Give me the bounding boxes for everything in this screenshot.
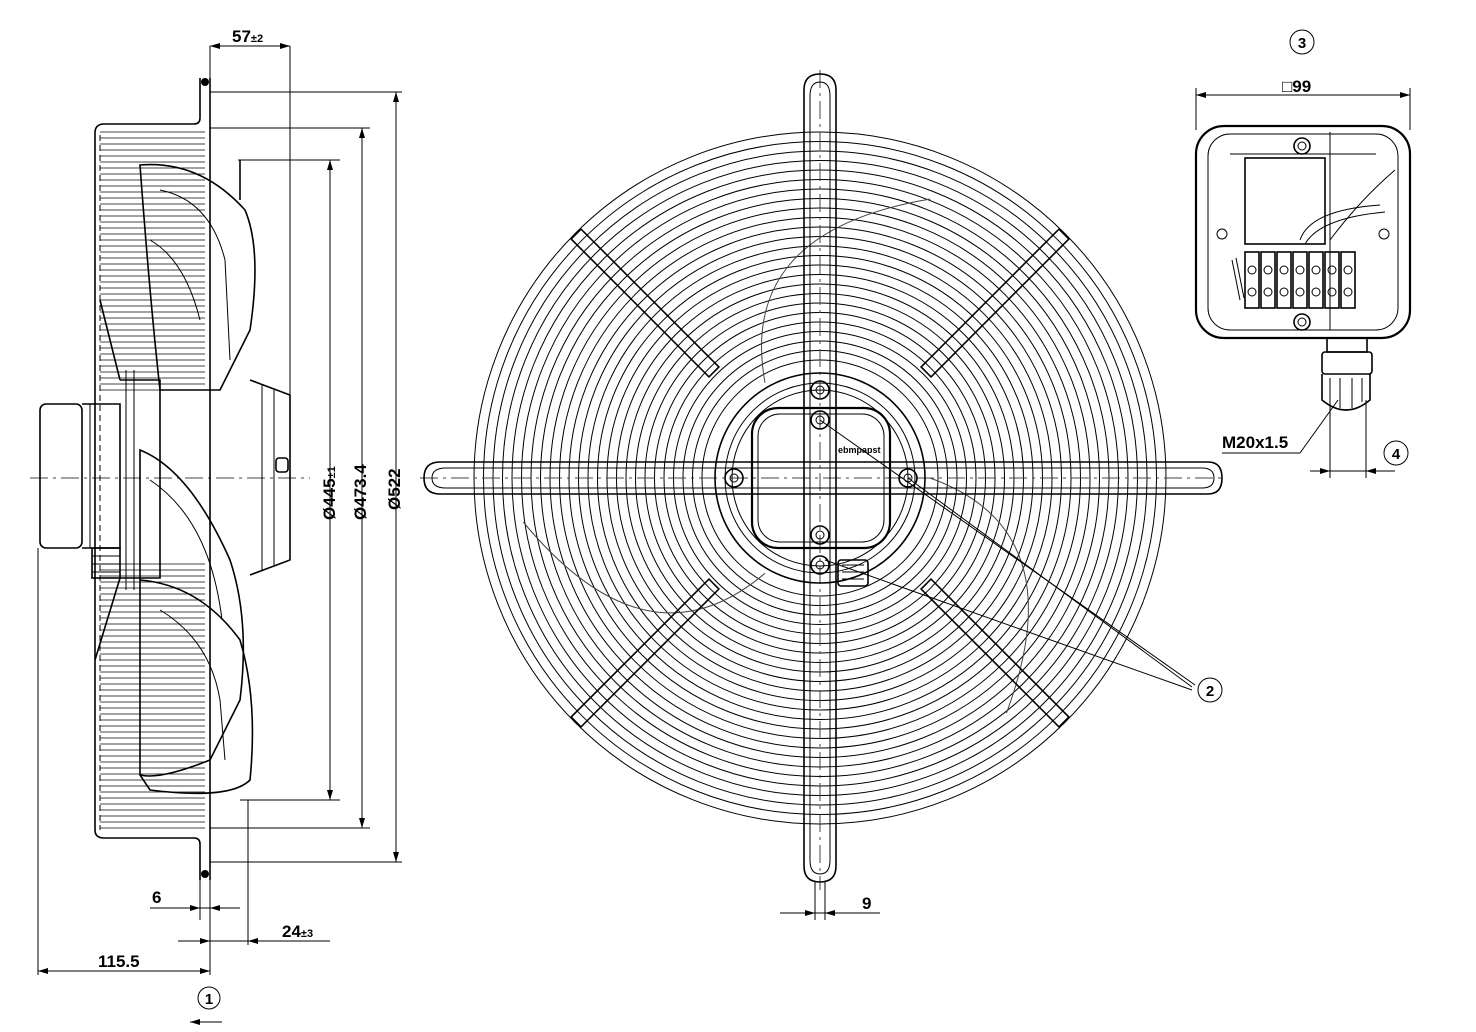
screw-center	[815, 530, 825, 540]
screw	[810, 555, 830, 575]
blade-edge	[522, 521, 766, 614]
screw-center	[815, 415, 825, 425]
terminal-screw	[1343, 287, 1353, 297]
dim-6: 6	[152, 888, 161, 907]
terminal-block	[1324, 251, 1340, 309]
callout-3: 3	[1298, 35, 1306, 52]
terminal-screw	[1247, 287, 1257, 297]
terminal-screw	[1327, 265, 1337, 275]
dim-57: 57±2	[232, 27, 263, 46]
terminal-block	[1276, 251, 1292, 309]
callout-2-circle	[1197, 677, 1223, 703]
dim-115: 115.5	[98, 952, 140, 971]
terminal-screw	[1279, 265, 1289, 275]
terminal-box-view: 3 □99	[1194, 29, 1412, 478]
dim-522: Ø522	[385, 468, 404, 510]
terminal-block	[1292, 251, 1308, 309]
terminal-screw	[1311, 265, 1321, 275]
callout-4-circle	[1383, 440, 1409, 466]
terminal-screw	[1327, 287, 1337, 297]
grille-strut	[919, 577, 1071, 729]
dim-99: □99	[1282, 77, 1311, 96]
screw	[724, 468, 744, 488]
callout-1-circle	[197, 986, 221, 1010]
terminal-block	[1340, 251, 1356, 309]
terminal-screw	[1343, 265, 1353, 275]
screw-center	[729, 473, 739, 483]
callout-1: 1	[205, 991, 213, 1008]
dim-445: Ø445±1	[320, 466, 339, 520]
terminal-block	[1308, 251, 1324, 309]
terminal-screw	[1247, 265, 1257, 275]
screw	[898, 468, 918, 488]
screw-center	[815, 385, 825, 395]
side-view: 57±2 Ø445±1 Ø473.4 Ø522 6 24±3	[30, 27, 404, 1025]
logo-text: ebmpapst	[838, 445, 881, 455]
blade-edge	[929, 477, 1029, 714]
screw-center	[815, 560, 825, 570]
front-view: ebmpapst 2 9	[420, 70, 1225, 920]
blade-edge	[761, 198, 931, 383]
screw-top	[201, 78, 209, 86]
terminal-screw	[1263, 265, 1273, 275]
terminal-screw	[1311, 287, 1321, 297]
callout-2: 2	[1206, 683, 1214, 700]
screw-bottom	[201, 870, 209, 878]
grille-strut	[919, 227, 1071, 379]
gland-label: M20x1.5	[1222, 433, 1288, 452]
callout-4: 4	[1392, 446, 1401, 463]
screw	[810, 410, 830, 430]
dim-473: Ø473.4	[351, 464, 370, 520]
dim-24: 24±3	[282, 922, 313, 941]
terminal-screw	[1295, 287, 1305, 297]
terminal-screw	[1263, 287, 1273, 297]
grille-strut	[569, 227, 721, 379]
screw	[810, 380, 830, 400]
dim-9: 9	[862, 894, 871, 913]
grille-strut	[569, 577, 721, 729]
callout-3-circle	[1289, 29, 1315, 55]
screw	[810, 525, 830, 545]
terminal-screw	[1279, 287, 1289, 297]
terminal-screw	[1295, 265, 1305, 275]
terminal-block	[1260, 251, 1276, 309]
terminal-block	[1244, 251, 1260, 309]
